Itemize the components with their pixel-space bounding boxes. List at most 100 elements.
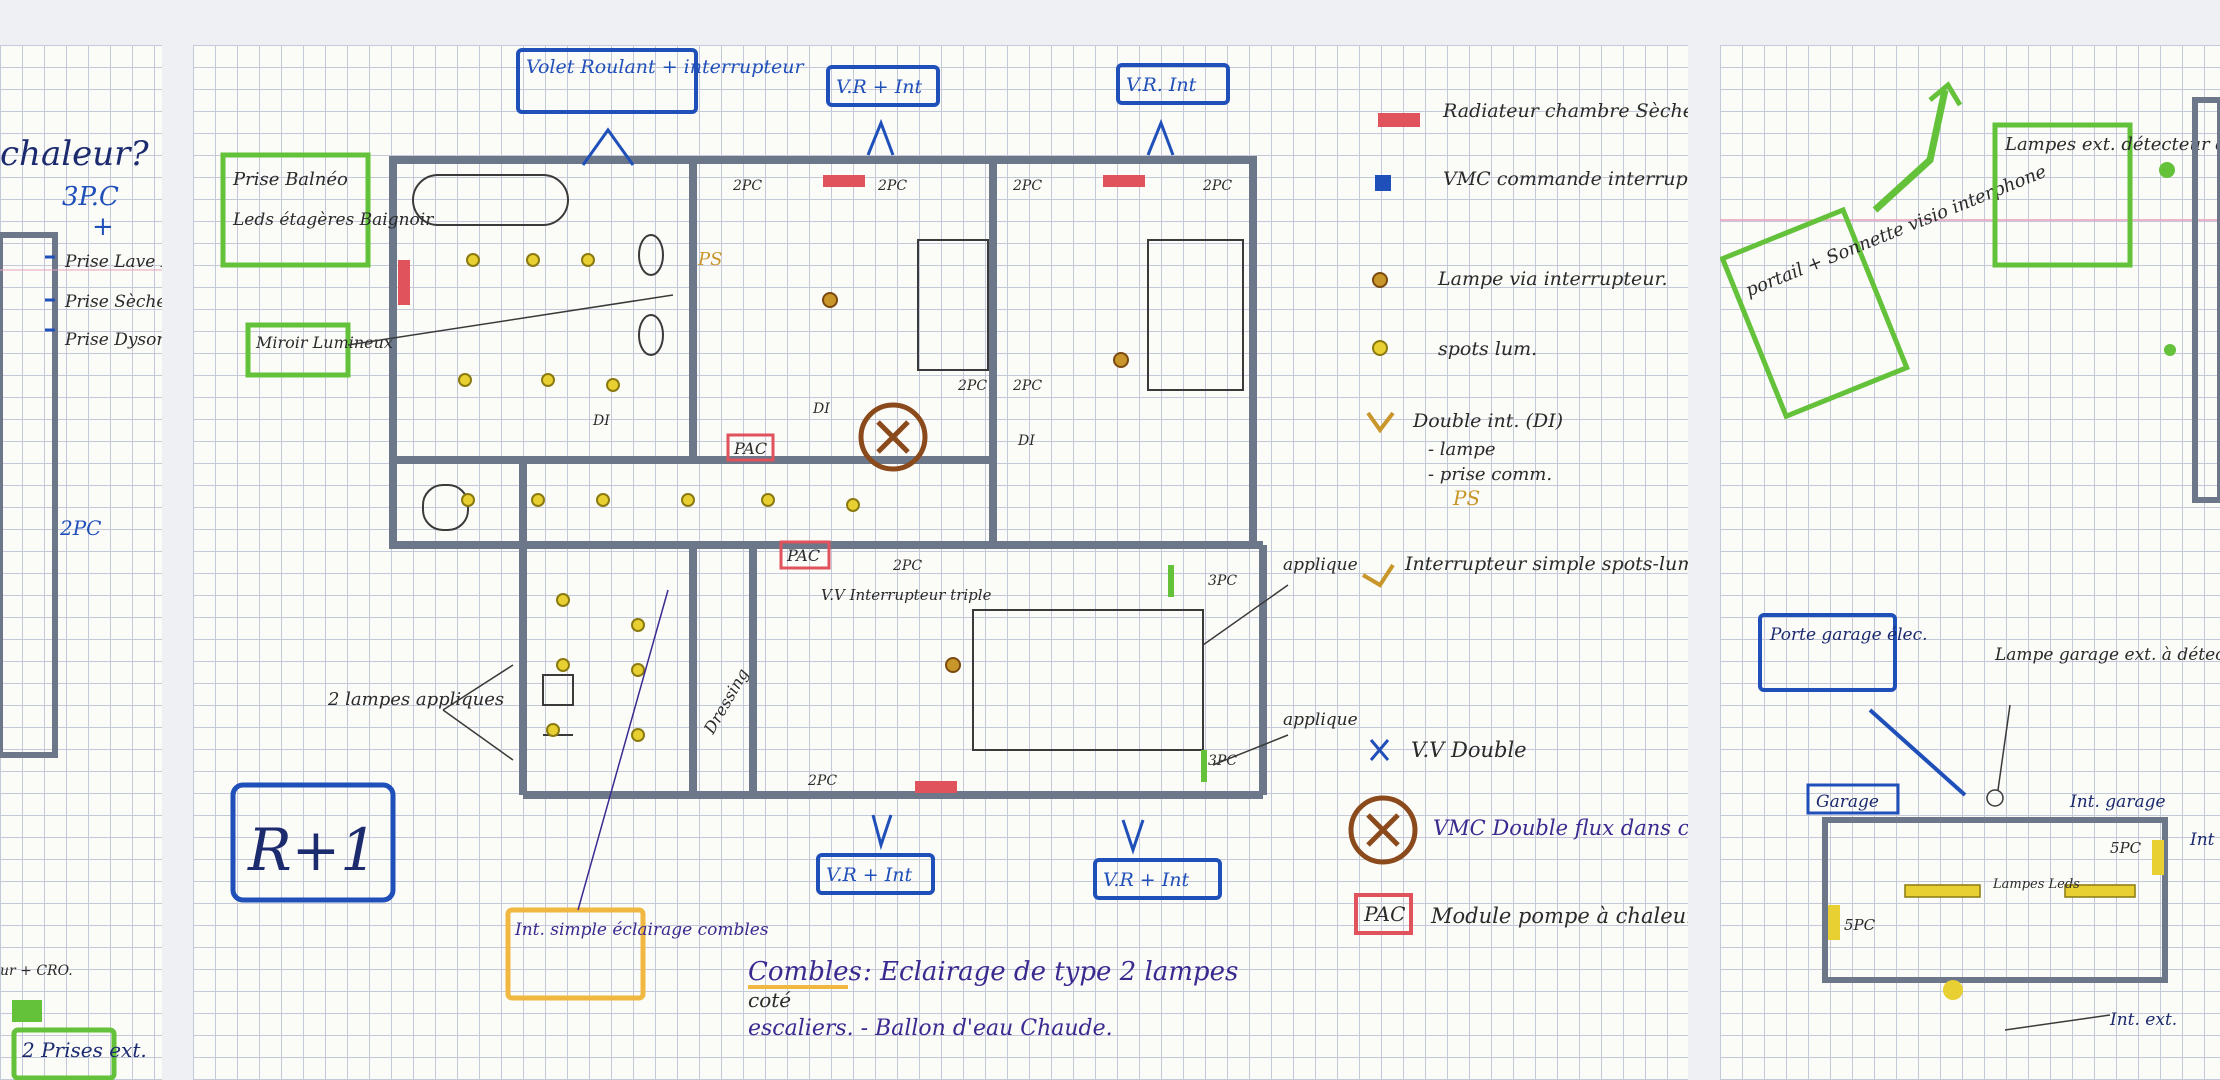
lampes-appliques: 2 lampes appliques — [327, 689, 504, 710]
applique-a: applique — [1283, 555, 1358, 575]
left-plus: + — [92, 212, 114, 242]
garage-walls — [1822, 817, 2168, 983]
right-notebook-page: portail + Sonnette visio interphone Lamp… — [1720, 45, 2220, 1080]
vv-triple-label: V.V Interrupteur triple — [821, 586, 992, 604]
miroir-lumineux: Miroir Lumineux — [255, 333, 393, 352]
floor-plan-page: PAC PAC PS 2PC 2PC 2PC 2PC 2PC 2PC DI DI… — [193, 45, 1688, 1080]
legend-vv-double: V.V Double — [1411, 738, 1527, 762]
vr-int-a: V.R + Int — [836, 76, 922, 98]
svg-text:DI: DI — [592, 413, 610, 429]
plan-walls — [389, 156, 1267, 799]
int-simple-box — [505, 907, 646, 1001]
vr-int-d-box — [1093, 858, 1222, 900]
bottom-callouts: V.R + Int V.R + Int — [816, 814, 1222, 900]
legend: Radiateur chambre Sèche serviettes SDB V… — [1348, 100, 1688, 935]
svg-text:2PC: 2PC — [1012, 178, 1042, 194]
porte-garage-box — [1758, 613, 1897, 692]
green-arrow-icon — [1872, 89, 1949, 213]
left-bottom-label: 2 Prises ext. — [21, 1038, 147, 1062]
legend-lamp-icon — [1372, 272, 1388, 288]
legend-vv-double-icon — [1369, 739, 1390, 761]
left-item-1: Prise Lave Linge — [64, 252, 162, 272]
legend-double-switch: Double int. (DI) — [1412, 410, 1563, 432]
balneo-callout-box — [220, 152, 371, 268]
left-item-2: Prise Sèche Linge — [64, 292, 162, 312]
bed-room-3 — [1147, 239, 1244, 391]
toilet — [422, 484, 469, 531]
garage-title: Garage — [1816, 792, 1879, 812]
svg-text:DI: DI — [1017, 433, 1035, 449]
legend-radiator: Radiateur chambre Sèche serviettes SDB — [1442, 100, 1688, 122]
legend-pac-box: PAC — [1363, 902, 1405, 926]
legend-simple-switch-icon — [1361, 563, 1395, 588]
vr-int-a-box — [826, 65, 940, 107]
vr-int-c-box — [816, 853, 935, 895]
spc-right: 5PC — [2110, 839, 2142, 857]
bed-room-2 — [917, 239, 989, 371]
legend-double-sub-1: - lampe — [1428, 439, 1496, 460]
applique-b: applique — [1283, 710, 1358, 730]
prise-balneo: Prise Balnéo — [232, 169, 348, 190]
legend-double-switch-icon — [1366, 411, 1395, 434]
porte-garage-arrow — [1868, 708, 1967, 797]
volet-callout: Volet Roulant + interrupteur — [526, 56, 806, 78]
vr-int-c: V.R + Int — [826, 864, 912, 886]
legend-lamp: Lampe via interrupteur. — [1437, 268, 1668, 290]
legend-vmc-switch-icon — [1375, 175, 1391, 191]
legend-spot: spots lum. — [1438, 338, 1537, 360]
bed-room-4 — [972, 609, 1204, 751]
left-notebook-page: chaleur? 3P.C + Prise Lave Linge Prise S… — [0, 45, 162, 1080]
combles-cote: coté — [748, 988, 791, 1012]
left-sockets-title: 3P.C — [62, 182, 119, 212]
left-wall-sockets: 2PC — [59, 516, 101, 540]
left-item-3: Prise Dysor — [64, 330, 162, 350]
int-short: Int — [2189, 830, 2215, 850]
left-page-drawing: chaleur? 3P.C + Prise Lave Linge Prise S… — [0, 134, 162, 1080]
legend-vmc-double-icon — [1348, 795, 1418, 865]
left-wall — [0, 232, 58, 758]
plan-furniture — [412, 174, 1244, 751]
legend-radiator-icon — [1378, 113, 1420, 127]
vr-int-b-box — [1116, 63, 1230, 105]
right-page-drawing: portail + Sonnette visio interphone Lamp… — [1720, 81, 2220, 1031]
svg-text:2PC: 2PC — [957, 378, 987, 394]
legend-double-sub-2: - prise comm. — [1428, 464, 1552, 485]
int-ext-label: Int. ext. — [2109, 1010, 2177, 1030]
svg-text:2PC: 2PC — [1012, 378, 1042, 394]
int-garage: Int. garage — [2069, 792, 2166, 812]
legend-vmc: VMC commande interrupteur. — [1443, 168, 1688, 190]
svg-text:PAC: PAC — [786, 546, 820, 565]
level-box — [230, 782, 396, 903]
svg-text:PAC: PAC — [733, 439, 767, 458]
spc-left: 5PC — [1844, 916, 1876, 934]
svg-text:2PC: 2PC — [807, 773, 837, 789]
plan-small-labels: PS 2PC 2PC 2PC 2PC 2PC 2PC DI DI DI 2PC … — [592, 178, 1237, 789]
pac-boxes: PAC PAC — [726, 433, 831, 570]
lampes-ext-label: Lampes ext. détecteur de mouvement — [2004, 134, 2220, 155]
lampe-garage-label: Lampe garage ext. à détection. — [1994, 645, 2220, 665]
miroir-callout-box — [245, 322, 351, 378]
svg-text:2PC: 2PC — [877, 178, 907, 194]
int-simple-label: Int. simple éclairage combles — [514, 920, 769, 940]
legend-pac: Module pompe à chaleur réversible. — [1430, 904, 1688, 928]
legend-spot-icon — [1372, 340, 1388, 356]
ps-label: PS — [697, 249, 722, 270]
plan-lamps — [822, 292, 1129, 673]
left-green-marker — [12, 1000, 42, 1022]
lampes-ext-box — [1992, 122, 2133, 268]
left-cut-text: ur + CRO. — [0, 963, 73, 979]
legend-vmc-double: VMC Double flux dans combles — [1433, 816, 1688, 840]
svg-text:2PC: 2PC — [732, 178, 762, 194]
vr-int-d: V.R + Int — [1103, 869, 1189, 891]
svg-text:2PC: 2PC — [1202, 178, 1232, 194]
level-label: R+1 — [247, 816, 377, 884]
svg-text:DI: DI — [812, 401, 830, 417]
combles-line-2: escaliers. - Ballon d'eau Chaude. — [748, 1016, 1113, 1041]
porte-garage-label: Porte garage élec. — [1769, 625, 1928, 645]
lampes-leds-label: Lampes Leds — [1992, 877, 2080, 892]
radiators — [398, 175, 1145, 793]
legend-pac-icon — [1354, 893, 1413, 935]
combles-title: Combles — [748, 957, 862, 987]
leds-etageres: Leds étagères Baignoir — [232, 210, 434, 230]
dressing-label: Dressing — [700, 665, 753, 738]
